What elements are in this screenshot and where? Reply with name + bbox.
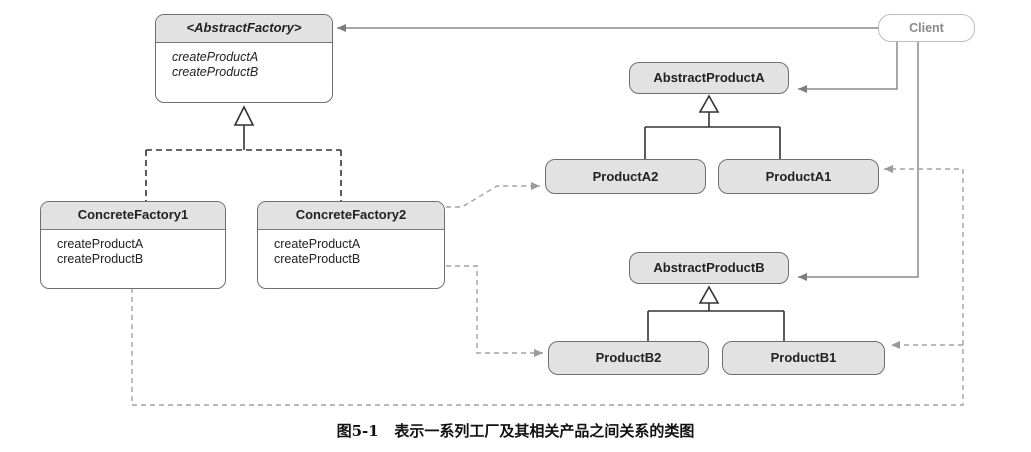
abstract-factory-name: <AbstractFactory> xyxy=(156,15,332,43)
operation-label: createProductA xyxy=(57,237,144,251)
product-b-inheritance-edges xyxy=(647,285,785,341)
abstract-product-a-class[interactable]: AbstractProductA xyxy=(629,62,789,94)
inheritance-triangle-icon xyxy=(698,94,720,113)
concrete-factory-1-class[interactable]: ConcreteFactory1 createProductA createPr… xyxy=(40,201,226,289)
abstract-product-b-class[interactable]: AbstractProductB xyxy=(629,252,789,284)
concrete-factory-2-operations: createProductA createProductB xyxy=(258,230,444,267)
product-b2-class[interactable]: ProductB2 xyxy=(548,341,709,375)
abstract-factory-operations: createProductA createProductB xyxy=(156,43,332,80)
concrete-factory-2-class[interactable]: ConcreteFactory2 createProductA createPr… xyxy=(257,201,445,289)
factory-inheritance-edges xyxy=(145,105,342,201)
operation-label: createProductA xyxy=(172,50,259,64)
operation-label: createProductB xyxy=(274,252,361,266)
client-association-edges xyxy=(337,24,919,281)
figure-number: 图5-1 xyxy=(336,422,379,440)
product-b1-class[interactable]: ProductB1 xyxy=(722,341,885,375)
concrete-factory-1-name: ConcreteFactory1 xyxy=(41,202,225,230)
concrete-factory-2-name: ConcreteFactory2 xyxy=(258,202,444,230)
factory-dependency-edges xyxy=(131,165,964,406)
operation-label: createProductA xyxy=(274,237,361,251)
product-a2-class[interactable]: ProductA2 xyxy=(545,159,706,194)
figure-caption-text: 表示一系列工厂及其相关产品之间关系的类图 xyxy=(394,422,695,440)
abstract-factory-class[interactable]: <AbstractFactory> createProductA createP… xyxy=(155,14,333,103)
inheritance-triangle-icon xyxy=(698,285,720,304)
client-node[interactable]: Client xyxy=(878,14,975,42)
operation-label: createProductB xyxy=(172,65,259,79)
operation-label: createProductB xyxy=(57,252,144,266)
inheritance-triangle-icon xyxy=(233,105,255,126)
product-a-inheritance-edges xyxy=(644,94,781,159)
product-a1-class[interactable]: ProductA1 xyxy=(718,159,879,194)
figure-caption: 图5-1 表示一系列工厂及其相关产品之间关系的类图 xyxy=(0,420,1031,441)
concrete-factory-1-operations: createProductA createProductB xyxy=(41,230,225,267)
